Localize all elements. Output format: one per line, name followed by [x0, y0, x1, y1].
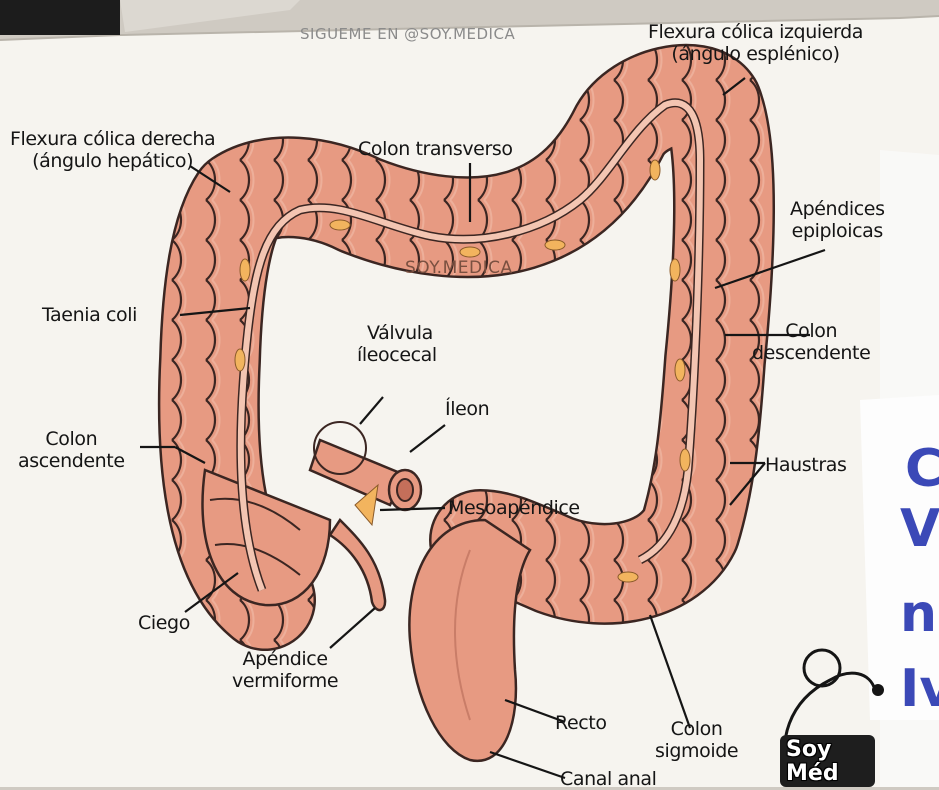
label-colon-ascendente: Colon ascendente: [18, 428, 125, 472]
label-haustras: Haustras: [765, 454, 846, 476]
logo-line2: Méd: [786, 762, 839, 786]
label-ascendente-line2: ascendente: [18, 450, 125, 472]
label-flexura-derecha: Flexura cólica derecha (ángulo hepático): [10, 128, 215, 172]
label-apendice-line2: vermiforme: [232, 670, 338, 692]
label-flexura-derecha-line1: Flexura cólica derecha: [10, 128, 215, 150]
watermark-center: SOY.MEDICA: [405, 258, 513, 278]
label-ascendente-line1: Colon: [18, 428, 125, 450]
label-ileon: Íleon: [445, 398, 489, 420]
label-taenia-coli: Taenia coli: [42, 304, 137, 326]
logo-line1: Soy: [786, 738, 839, 762]
label-valvula-line1: Válvula: [357, 322, 437, 344]
side-text-c: C: [905, 440, 939, 498]
label-valvula-line2: íleocecal: [357, 344, 437, 366]
label-recto: Recto: [555, 712, 607, 734]
side-text-v: V: [900, 500, 939, 558]
label-descendente-line2: descendente: [752, 342, 870, 364]
label-sigmoide-line1: Colon: [655, 718, 738, 740]
label-sigmoide-line2: sigmoide: [655, 740, 738, 762]
label-mesoapendice: Mesoapéndice: [448, 497, 580, 519]
side-text-iv: Iv: [900, 660, 939, 718]
logo-text: Soy Méd: [786, 738, 839, 786]
label-flexura-derecha-line2: (ángulo hepático): [10, 150, 215, 172]
label-valvula-ileocecal: Válvula íleocecal: [357, 322, 437, 366]
label-apendices-line2: epiploicas: [790, 220, 885, 242]
label-flexura-izquierda: Flexura cólica izquierda (ángulo espléni…: [648, 21, 863, 65]
watermark-top: SIGUEME EN @SOY.MEDICA: [300, 25, 515, 43]
label-apendices-epiploicas: Apéndices epiploicas: [790, 198, 885, 242]
label-colon-descendente: Colon descendente: [752, 320, 870, 364]
side-text-n: n: [900, 585, 937, 643]
label-colon-transverso: Colon transverso: [358, 138, 513, 160]
label-ciego: Ciego: [138, 612, 190, 634]
label-descendente-line1: Colon: [752, 320, 870, 342]
label-flexura-izquierda-line1: Flexura cólica izquierda: [648, 21, 863, 43]
label-apendices-line1: Apéndices: [790, 198, 885, 220]
label-apendice-vermiforme: Apéndice vermiforme: [232, 648, 338, 692]
label-apendice-line1: Apéndice: [232, 648, 338, 670]
label-colon-sigmoide: Colon sigmoide: [655, 718, 738, 762]
label-flexura-izquierda-line2: (ángulo esplénico): [648, 43, 863, 65]
